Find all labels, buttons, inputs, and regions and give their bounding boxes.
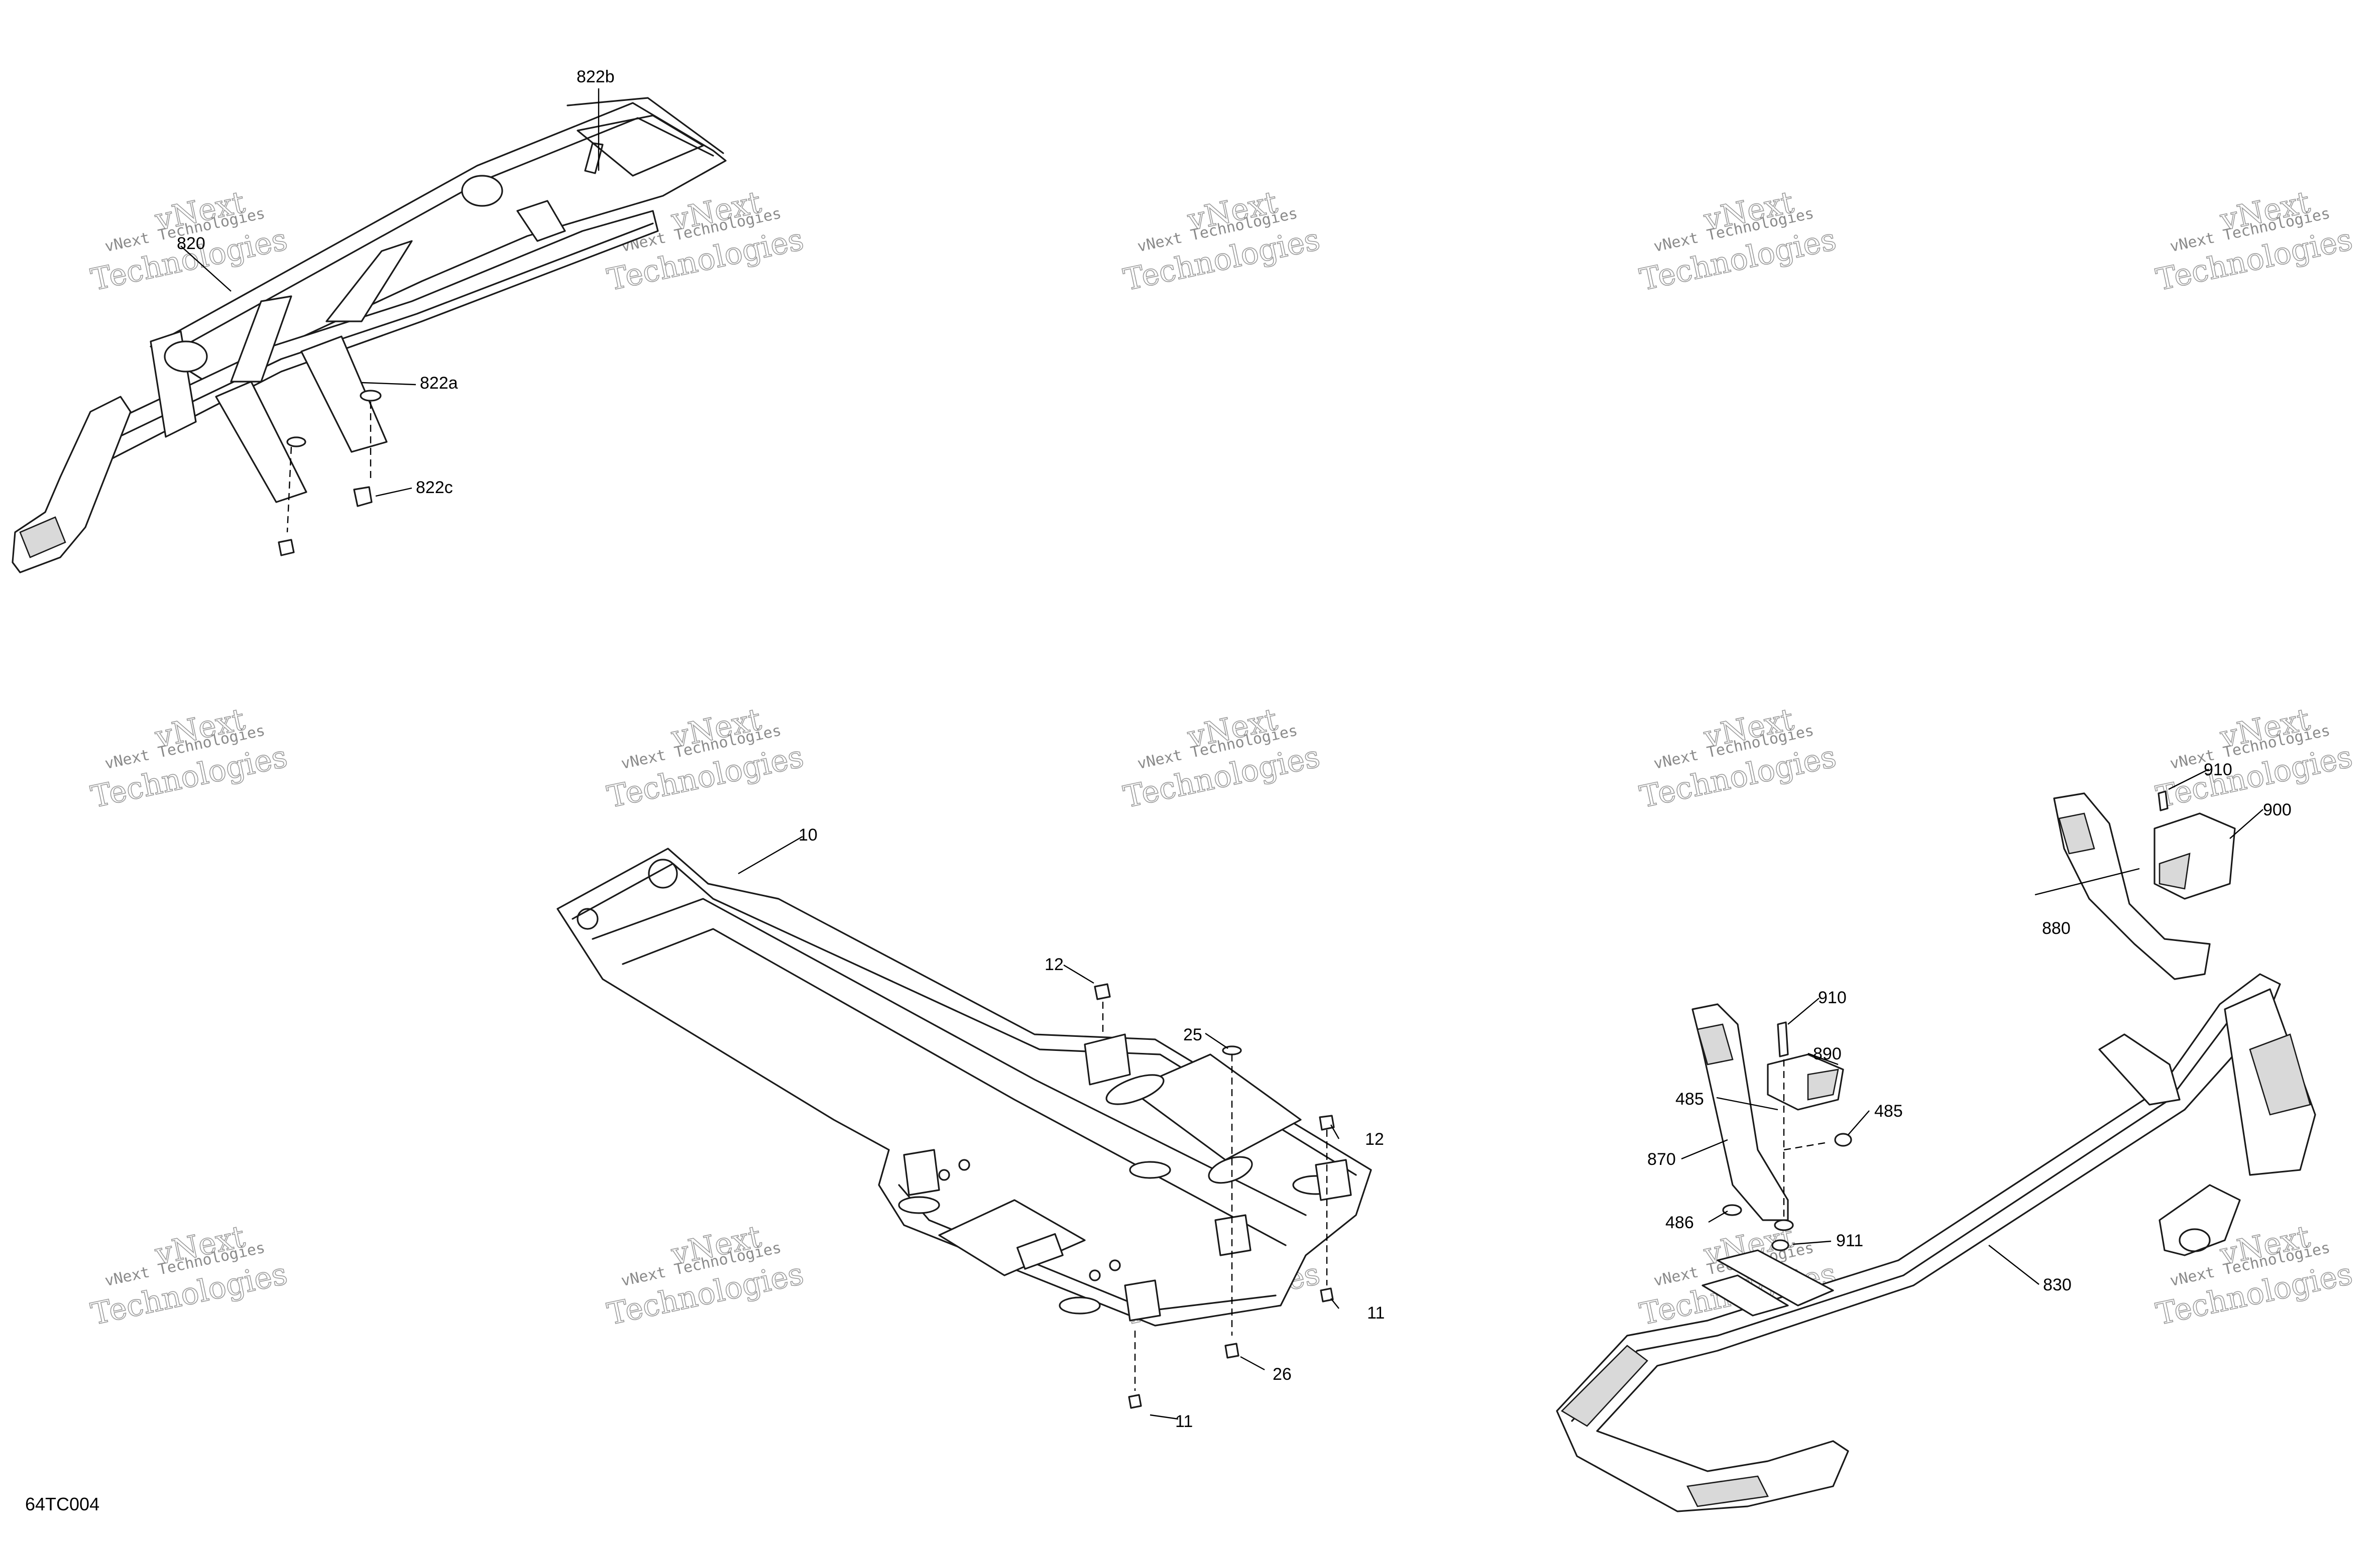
callout-11-bottom: 11 bbox=[1175, 1412, 1193, 1431]
callout-820: 820 bbox=[177, 234, 205, 253]
callout-10: 10 bbox=[799, 825, 818, 845]
bracket-880 bbox=[2053, 792, 2211, 980]
callout-labels: 822b 820 822a 822c 10 12 25 12 11 26 11 … bbox=[177, 67, 2292, 1431]
callout-485-right: 485 bbox=[1874, 1102, 1903, 1121]
callout-890: 890 bbox=[1813, 1044, 1842, 1063]
callout-910-top: 910 bbox=[2204, 760, 2232, 779]
callout-25: 25 bbox=[1183, 1025, 1202, 1044]
callout-822c: 822c bbox=[416, 478, 453, 497]
callout-880: 880 bbox=[2042, 919, 2071, 938]
skid-plate-assembly bbox=[556, 848, 1372, 1409]
callout-12-top: 12 bbox=[1045, 955, 1064, 974]
callout-911: 911 bbox=[1836, 1231, 1863, 1250]
callout-485-left: 485 bbox=[1675, 1090, 1704, 1109]
callout-822b: 822b bbox=[577, 67, 615, 86]
figure-id: 64TC004 bbox=[25, 1494, 99, 1514]
callout-11-right: 11 bbox=[1367, 1303, 1385, 1323]
callout-910-mid: 910 bbox=[1818, 988, 1847, 1007]
clip-900 bbox=[2154, 812, 2236, 900]
front-bumper-assembly bbox=[12, 97, 727, 573]
callout-12-right: 12 bbox=[1365, 1130, 1384, 1149]
bumper-upper-tube bbox=[150, 102, 727, 383]
skid-plate bbox=[556, 848, 1372, 1327]
leader-lines bbox=[180, 88, 2263, 1420]
callout-26: 26 bbox=[1273, 1365, 1292, 1384]
rear-bumper-assembly bbox=[1556, 790, 2316, 1512]
callout-870: 870 bbox=[1647, 1150, 1676, 1169]
callout-486: 486 bbox=[1665, 1213, 1694, 1232]
callout-822a: 822a bbox=[420, 374, 458, 393]
rear-bumper-tube bbox=[1556, 973, 2281, 1512]
callout-900: 900 bbox=[2263, 800, 2292, 819]
callout-830: 830 bbox=[2043, 1275, 2072, 1294]
